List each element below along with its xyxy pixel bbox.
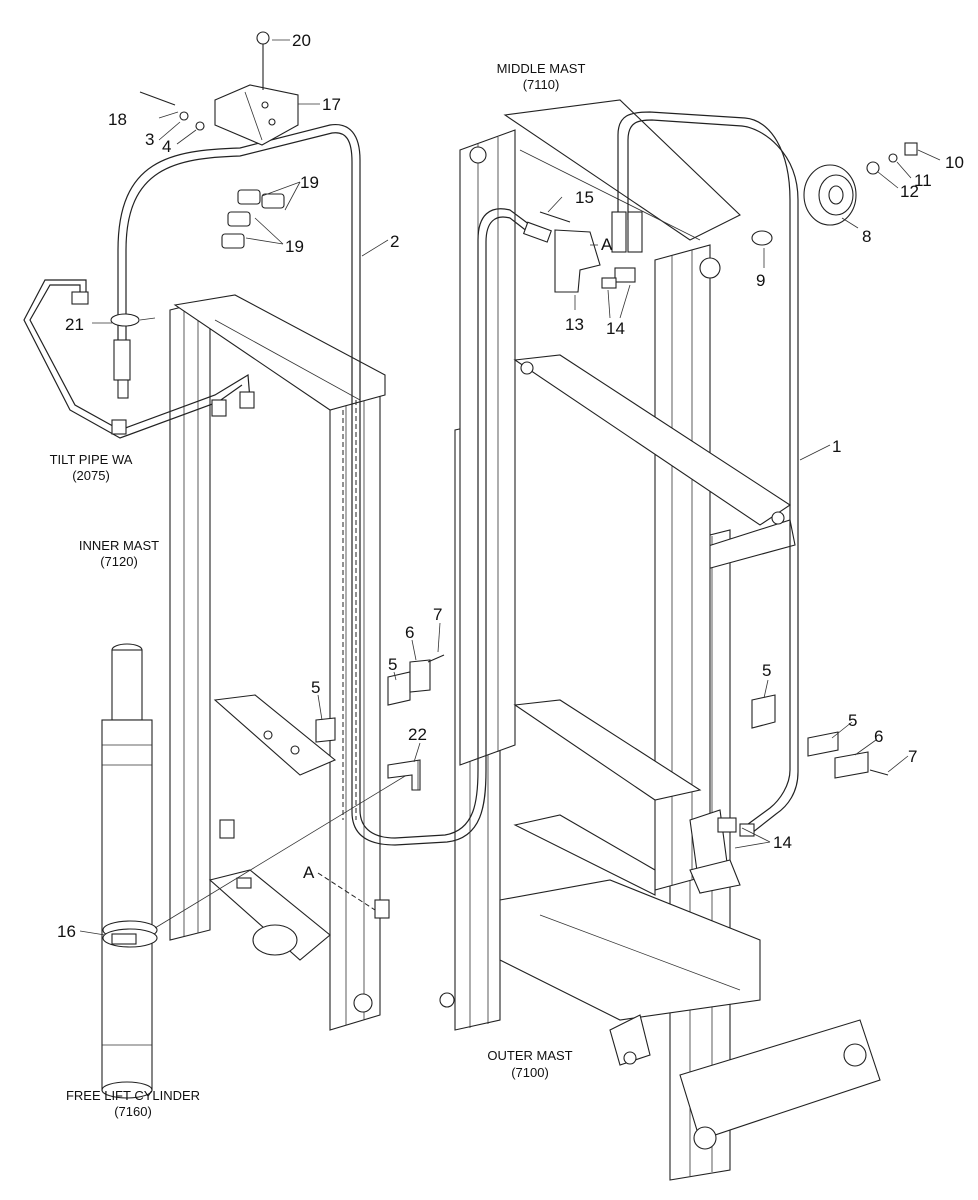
callout-19-a: 19: [300, 173, 319, 192]
captions: MIDDLE MAST (7110) TILT PIPE WA (2075) I…: [50, 61, 586, 1119]
callout-20: 20: [292, 31, 311, 50]
caption-middle-mast-name: MIDDLE MAST: [497, 61, 586, 76]
free-lift-cylinder: [101, 643, 416, 1099]
small-parts: [110, 31, 918, 894]
callout-22: 22: [408, 725, 427, 744]
caption-outer-mast-name: OUTER MAST: [487, 1048, 572, 1063]
callout-a-top: A: [601, 235, 613, 254]
callout-16: 16: [57, 922, 76, 941]
callout-10: 10: [945, 153, 964, 172]
callout-5-middle-top: 5: [762, 661, 771, 680]
callout-15: 15: [575, 188, 594, 207]
callout-6-middle: 6: [874, 727, 883, 746]
caption-free-lift-cylinder-name: FREE LIFT CYLINDER: [66, 1088, 200, 1103]
callout-14-top: 14: [606, 319, 625, 338]
callout-5-middle-bottom: 5: [848, 711, 857, 730]
caption-inner-mast-name: INNER MAST: [79, 538, 159, 553]
callout-13: 13: [565, 315, 584, 334]
middle-mast: [459, 99, 791, 896]
callout-5-inner-top: 5: [388, 655, 397, 674]
callout-18: 18: [108, 110, 127, 129]
caption-middle-mast-code: (7110): [523, 77, 560, 92]
callout-19-b: 19: [285, 237, 304, 256]
callout-1: 1: [832, 437, 841, 456]
leader-lines: [79, 39, 941, 936]
callout-8: 8: [862, 227, 871, 246]
callout-7-middle: 7: [908, 747, 917, 766]
callout-7-inner: 7: [433, 605, 442, 624]
callout-2: 2: [390, 232, 399, 251]
callout-17: 17: [322, 95, 341, 114]
callout-5-inner-bottom: 5: [311, 678, 320, 697]
caption-free-lift-cylinder-code: (7160): [114, 1104, 152, 1119]
callout-4: 4: [162, 137, 171, 156]
hose-1: [611, 111, 799, 837]
callout-14-bottom: 14: [773, 833, 792, 852]
caption-outer-mast-code: (7100): [511, 1065, 549, 1080]
inner-mast: [169, 294, 390, 1031]
callout-labels: 20 17 18 3 4 19 19 2 21 15 A 13 14 8 9 1…: [57, 31, 964, 941]
callout-9: 9: [756, 271, 765, 290]
caption-tilt-pipe-name: TILT PIPE WA: [50, 452, 133, 467]
caption-inner-mast-code: (7120): [100, 554, 138, 569]
callout-12: 12: [900, 182, 919, 201]
tilt-pipe: [23, 279, 255, 439]
caption-tilt-pipe-code: (2075): [72, 468, 110, 483]
callout-3: 3: [145, 130, 154, 149]
callout-11: 11: [914, 171, 932, 190]
hose-2: [113, 124, 552, 846]
callout-21: 21: [65, 315, 84, 334]
callout-a-bottom: A: [303, 863, 315, 882]
callout-6-inner: 6: [405, 623, 414, 642]
